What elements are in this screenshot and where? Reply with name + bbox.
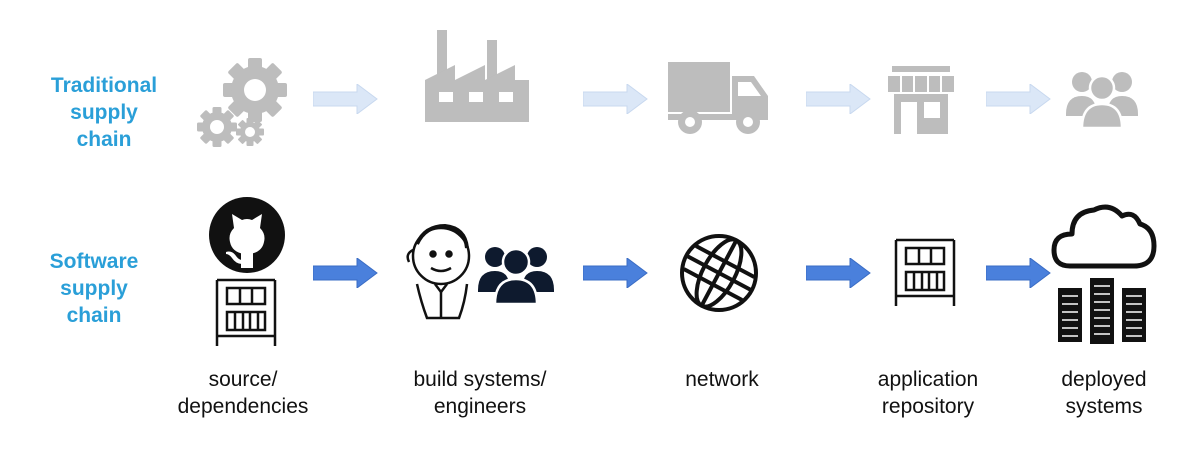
store-icon [888, 66, 954, 134]
factory-icon [425, 30, 529, 122]
caption-source-dependencies: source/ dependencies [163, 366, 323, 420]
caption-line: source/ [208, 368, 278, 391]
caption-line: systems [1065, 395, 1143, 418]
traditional-label-line-1: Traditional [50, 74, 158, 97]
cloud-icon [1051, 204, 1157, 269]
software-label-line-1: Software [49, 250, 139, 273]
caption-network: network [652, 366, 792, 393]
truck-icon [668, 62, 768, 134]
globe-icon [680, 234, 758, 312]
traditional-arrow-1 [313, 84, 378, 114]
traditional-row-label: Traditional supply chain [34, 72, 174, 153]
caption-line: deployed [1061, 368, 1147, 391]
caption-line: application [877, 368, 979, 391]
jenkins-butler-icon [406, 223, 471, 320]
gears-icon [197, 58, 287, 147]
traditional-label-line-3: chain [76, 128, 132, 151]
server-rack-icon [1058, 278, 1146, 344]
traditional-arrow-4 [986, 84, 1051, 114]
traditional-arrow-2 [583, 84, 648, 114]
caption-deployed-systems: deployed systems [1034, 366, 1174, 420]
github-icon [209, 197, 285, 273]
traditional-arrow-3 [806, 84, 871, 114]
software-label-line-2: supply [60, 277, 128, 300]
caption-build-systems-engineers: build systems/ engineers [390, 366, 570, 420]
engineers-icon [478, 247, 554, 304]
caption-line: repository [881, 395, 975, 418]
software-label-line-3: chain [66, 304, 122, 327]
software-arrow-4 [986, 258, 1051, 288]
software-row-label: Software supply chain [24, 248, 164, 329]
software-arrow-2 [583, 258, 648, 288]
software-arrow-1 [313, 258, 378, 288]
caption-line: dependencies [177, 395, 309, 418]
package-crate-icon [215, 278, 277, 346]
customers-icon [1066, 72, 1138, 128]
caption-line: build systems/ [413, 368, 547, 391]
package-crate-icon [894, 238, 956, 306]
software-arrow-3 [806, 258, 871, 288]
caption-line: network [685, 368, 759, 391]
caption-line: engineers [433, 395, 527, 418]
caption-application-repository: application repository [858, 366, 998, 420]
traditional-label-line-2: supply [70, 101, 138, 124]
